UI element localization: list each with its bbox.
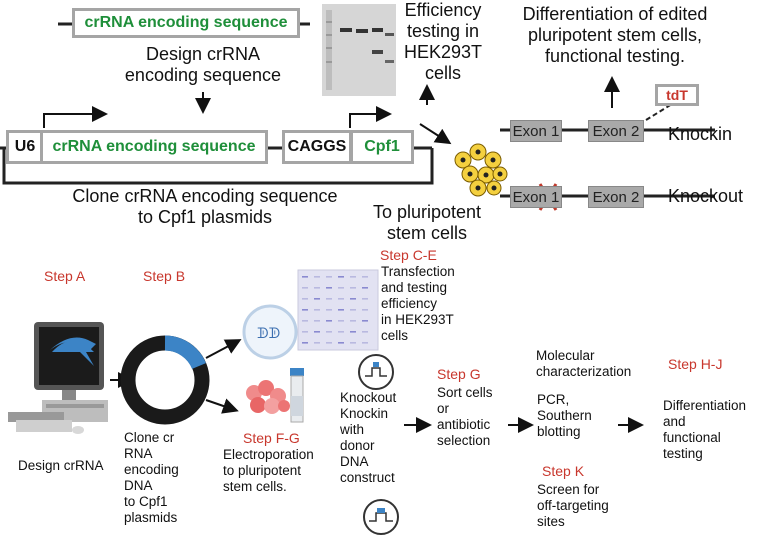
- knock-text: Knockout Knockin with donor DNA construc…: [340, 390, 397, 485]
- cpf1-box: Cpf1: [350, 130, 414, 164]
- step-ce-label: Step C-E: [380, 247, 437, 263]
- plate-band: [314, 298, 320, 300]
- clone-sequence-text: Clone crRNA encoding sequence to Cpf1 pl…: [72, 186, 338, 227]
- plate-band: [302, 298, 308, 300]
- plate-band: [326, 320, 332, 322]
- plate-band: [314, 287, 320, 289]
- plate-band: [338, 298, 344, 300]
- differentiation-text: Differentiation of edited pluripotent st…: [522, 4, 708, 66]
- molecular-text: Molecular characterization: [536, 348, 632, 379]
- step-ce-text: Transfection and testing efficiency in H…: [381, 264, 455, 343]
- plate-band: [362, 342, 368, 344]
- plate-band: [350, 298, 356, 300]
- step-g-text: Sort cells or antibiotic selection: [437, 385, 493, 448]
- pcr-text: PCR, Southern blotting: [537, 392, 592, 439]
- plate-band: [362, 276, 368, 278]
- efficiency-text: Efficiency testing in HEK293T cells: [403, 0, 483, 83]
- step-b-label: Step B: [143, 268, 186, 284]
- plate-band: [350, 309, 356, 311]
- plate-band: [362, 320, 368, 322]
- cuvette-icon: [290, 368, 304, 423]
- sorter-icon-top: [358, 354, 394, 390]
- design-sequence-text: Design crRNA encoding sequence: [124, 44, 282, 85]
- caggs-label: CAGGS: [287, 138, 347, 155]
- crna-label: crRNA encoding sequence: [52, 138, 256, 155]
- plate-band: [362, 287, 368, 289]
- plate-band: [314, 331, 320, 333]
- plate-band: [302, 320, 308, 322]
- step-fg-text: Electroporation to pluripotent stem cell…: [223, 447, 314, 494]
- step-hj-label: Step H-J: [668, 356, 723, 372]
- step-k-label: Step K: [542, 463, 585, 479]
- plate-band: [314, 309, 320, 311]
- plate-band: [326, 331, 332, 333]
- cell-cluster-icon: [246, 380, 290, 414]
- plate-band: [326, 276, 332, 278]
- step-g-label: Step G: [437, 366, 481, 382]
- step-hj-text: Differentiation and functional testing: [663, 398, 747, 461]
- plate-band: [326, 287, 332, 289]
- step-k-text: Screen for off-targeting sites: [537, 482, 609, 529]
- knockin-exon2: Exon 2: [588, 120, 644, 142]
- knockin-exon1: Exon 1: [510, 120, 562, 142]
- plate-band: [350, 287, 356, 289]
- plate-band: [302, 331, 308, 333]
- step-fg-label: Step F-G: [243, 430, 300, 446]
- plate-band: [350, 320, 356, 322]
- plate-band: [362, 331, 368, 333]
- tdt-label: tdT: [666, 87, 688, 103]
- plate-band: [338, 276, 344, 278]
- caggs-box: CAGGS: [282, 130, 352, 164]
- plate-band: [326, 298, 332, 300]
- top-crna-box: crRNA encoding sequence: [72, 8, 300, 38]
- tdt-box: tdT: [655, 84, 699, 106]
- svg-text:ᗫᗫ: ᗫᗫ: [257, 325, 280, 341]
- u6-box: U6: [6, 130, 44, 164]
- u6-label: U6: [14, 138, 36, 155]
- sorter-icon-bottom: [363, 499, 399, 535]
- plate-band: [314, 276, 320, 278]
- plate-band: [302, 276, 308, 278]
- cpf1-label: Cpf1: [364, 138, 400, 155]
- crna-box: crRNA encoding sequence: [40, 130, 268, 164]
- plate-band: [362, 309, 368, 311]
- knockin-label: Knockin: [668, 124, 733, 144]
- plasmid-ring-icon: [120, 335, 210, 425]
- gel-image-icon: [322, 4, 396, 96]
- top-crna-label: crRNA encoding sequence: [84, 14, 288, 31]
- plate-band: [350, 342, 356, 344]
- culture-dish-icon: ᗫᗫ: [242, 304, 298, 360]
- plate-band: [302, 309, 308, 311]
- plate-band: [338, 342, 344, 344]
- plate-band: [314, 342, 320, 344]
- plate-band: [302, 342, 308, 344]
- knockout-label: Knockout: [668, 186, 744, 206]
- computer-icon: [8, 322, 108, 434]
- plate-band: [338, 287, 344, 289]
- design-crna-text: Design crRNA: [18, 458, 104, 473]
- step-a-label: Step A: [44, 268, 86, 284]
- to-stem-cells-text: To pluripotent stem cells: [372, 202, 482, 243]
- plate-band: [326, 342, 332, 344]
- plate-band: [362, 298, 368, 300]
- knockout-exon1: Exon 1: [510, 186, 562, 208]
- plate-band: [338, 320, 344, 322]
- plate-band: [314, 320, 320, 322]
- plate-band: [302, 287, 308, 289]
- knockout-exon2: Exon 2: [588, 186, 644, 208]
- clone-rna-text: Clone cr RNA encoding DNA to Cpf1 plasmi…: [124, 430, 179, 525]
- plate-band: [338, 331, 344, 333]
- plate-band: [326, 309, 332, 311]
- plate-band: [338, 309, 344, 311]
- plate-band: [350, 331, 356, 333]
- stem-cells-icon: [454, 143, 508, 197]
- plate-band: [350, 276, 356, 278]
